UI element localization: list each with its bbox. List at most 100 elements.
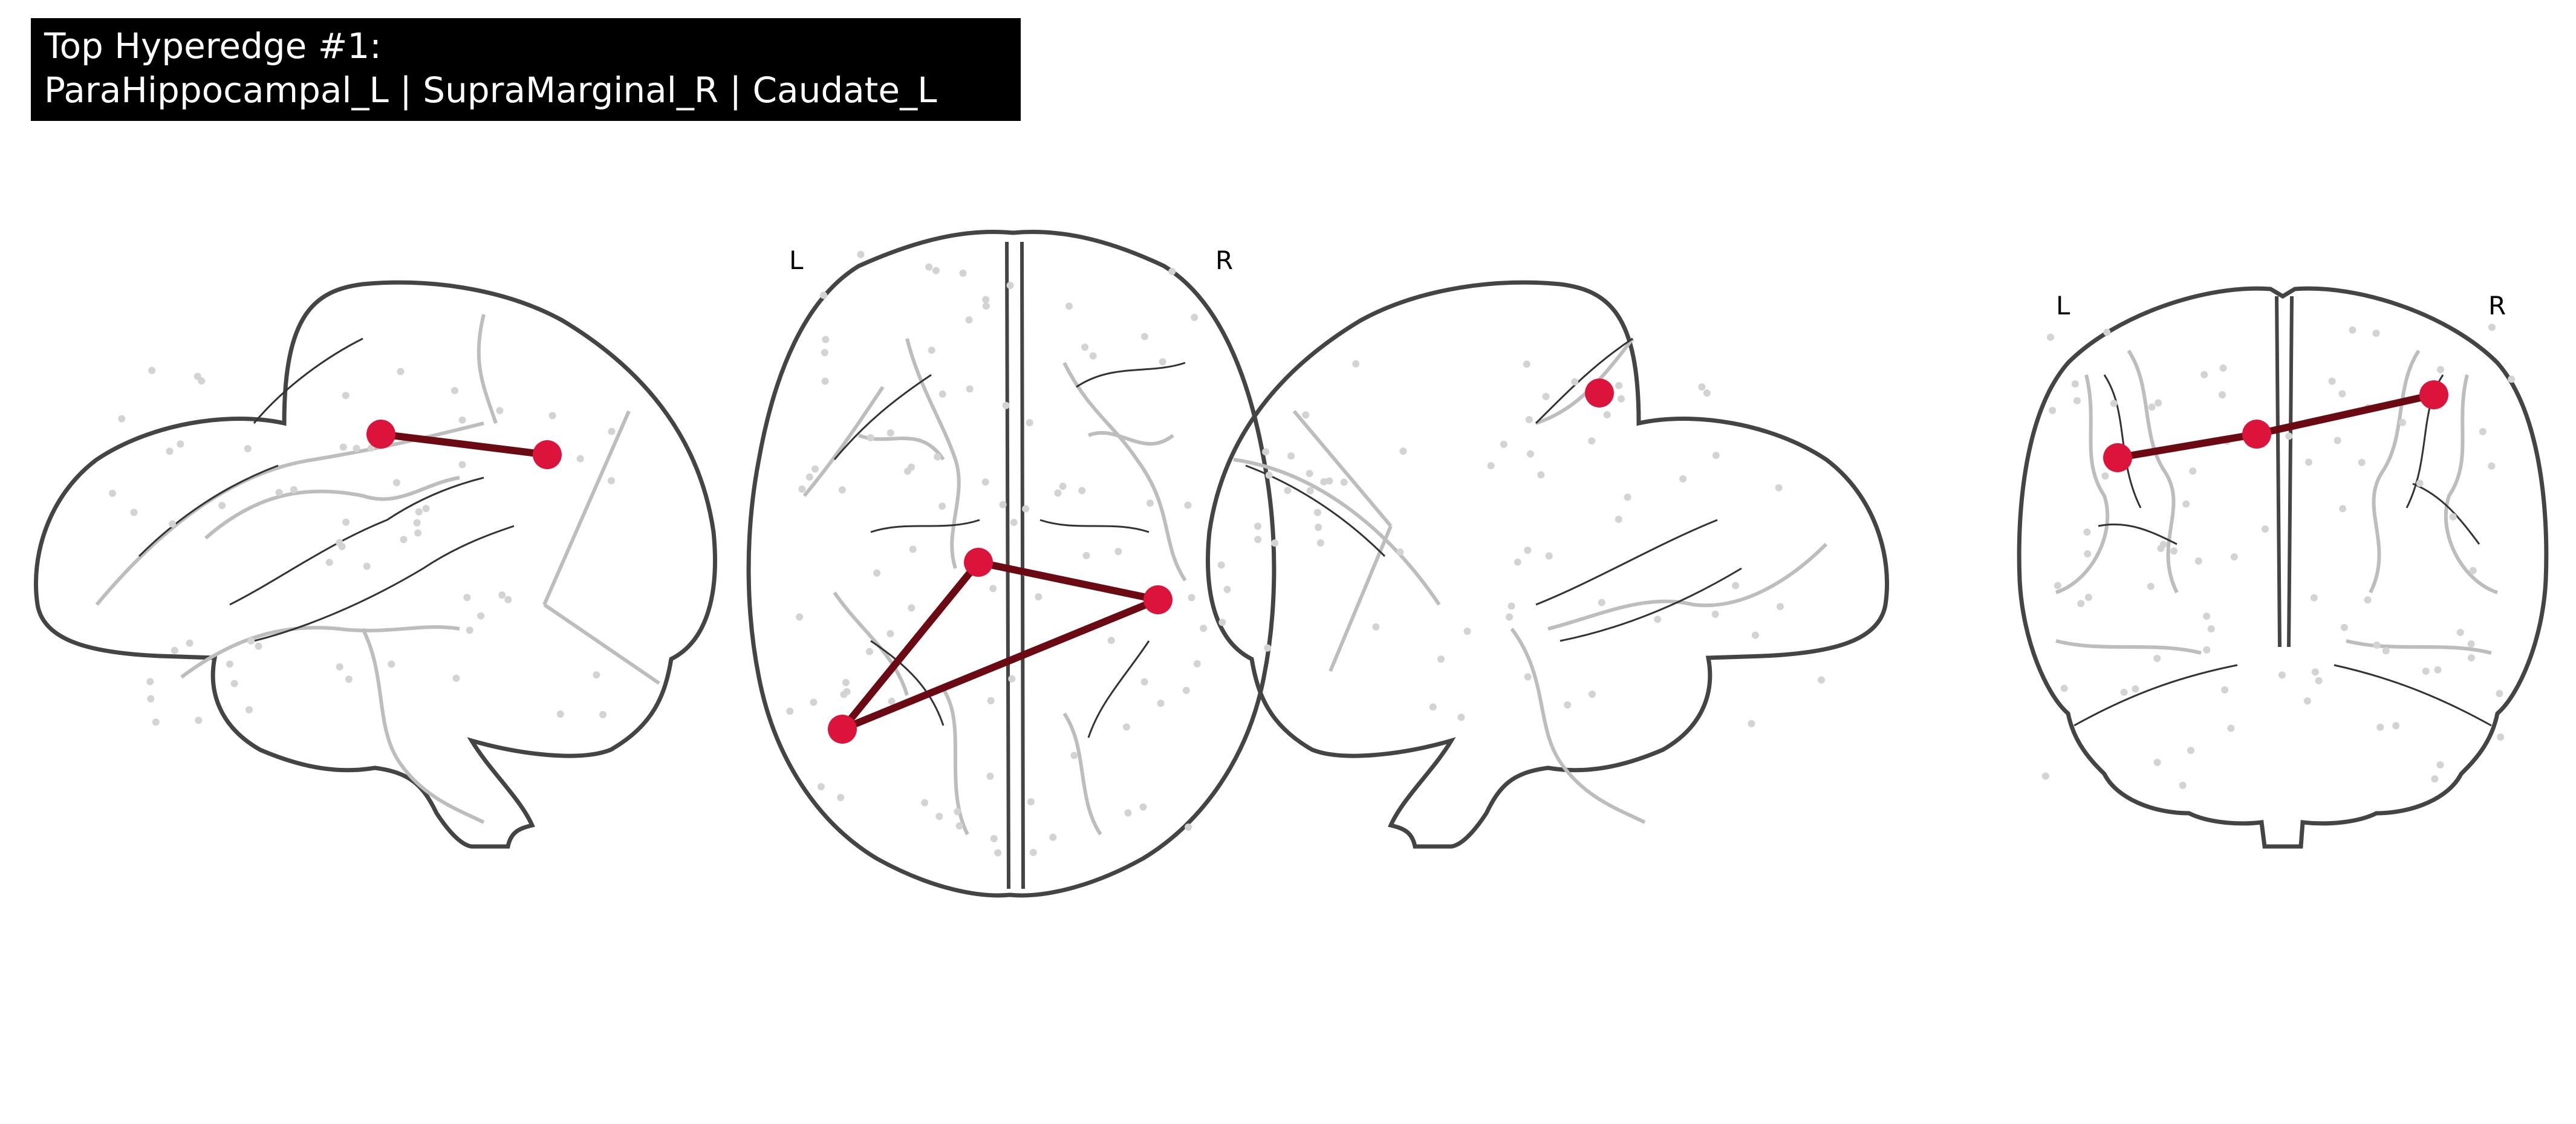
contour-line	[180, 625, 460, 679]
contour-line	[361, 628, 485, 824]
sagittal-left-outline	[34, 280, 717, 849]
contour-line	[542, 410, 660, 685]
contour-line	[1547, 542, 1828, 631]
axial-outline	[746, 230, 1277, 898]
background-node-dot	[2189, 467, 2197, 475]
background-node-dot	[498, 591, 506, 599]
background-node-dot	[959, 269, 967, 277]
background-node-dot	[147, 695, 155, 703]
background-node-dot	[1217, 561, 1225, 569]
background-node-dot	[218, 502, 226, 510]
background-node-dot	[1615, 382, 1623, 389]
background-node-dot	[1054, 489, 1062, 497]
background-node-dot	[1526, 450, 1534, 458]
background-node-dot	[2219, 364, 2227, 372]
background-node-dot	[921, 799, 929, 807]
background-node-dot	[999, 501, 1007, 508]
background-node-dot	[981, 478, 989, 486]
background-node-dot	[857, 250, 865, 258]
background-node-dot	[2103, 328, 2111, 336]
background-node-dot	[458, 461, 466, 469]
background-node-dot	[1524, 673, 1532, 681]
background-node-dot	[1588, 437, 1596, 445]
background-node-dot	[2422, 668, 2430, 675]
background-node-dot	[118, 415, 126, 423]
axial-hyperedge-node	[964, 548, 993, 577]
background-node-dot	[798, 485, 806, 493]
sulcus-line	[1039, 362, 1186, 533]
background-node-dot	[908, 463, 916, 471]
sulcus-line	[2073, 664, 2492, 727]
background-node-dot	[1340, 478, 1348, 486]
background-node-dot	[2399, 418, 2407, 426]
background-node-dot	[152, 718, 160, 726]
background-node-dot	[2221, 686, 2229, 694]
background-node-dot	[342, 518, 350, 526]
background-node-dot	[2179, 781, 2187, 789]
background-node-dot	[1070, 752, 1078, 759]
background-node-dot	[1059, 482, 1067, 490]
background-node-dot	[888, 697, 896, 705]
background-node-dot	[873, 569, 881, 577]
background-node-dot	[414, 529, 422, 537]
background-node-dot	[2304, 458, 2312, 466]
background-node-dot	[925, 263, 933, 271]
background-node-dot	[195, 716, 203, 724]
background-node-dot	[2382, 647, 2390, 655]
background-node-dot	[820, 291, 828, 299]
background-node-dot	[1457, 713, 1465, 721]
coronal-hyperedge-node	[2103, 443, 2132, 472]
sagittal-left-edge	[377, 430, 551, 458]
background-node-dot	[1751, 631, 1759, 639]
background-node-dot	[1615, 515, 1622, 523]
background-node-dot	[1325, 477, 1333, 485]
background-node-dot	[397, 368, 405, 375]
background-node-dot	[865, 648, 873, 655]
background-node-dot	[2508, 375, 2516, 383]
sagittal-left-hyperedge-node	[533, 440, 562, 469]
background-node-dot	[130, 508, 138, 516]
axial-left-label: L	[789, 245, 804, 275]
background-node-dot	[452, 674, 460, 682]
background-node-dot	[2041, 772, 2049, 780]
coronal-right-label: R	[2488, 291, 2506, 320]
background-node-dot	[934, 453, 942, 461]
sagittal-right-outline	[1206, 280, 1889, 849]
background-node-dot	[886, 429, 894, 437]
background-node-dot	[2230, 553, 2238, 560]
background-node-dot	[1271, 539, 1279, 547]
background-node-dot	[146, 678, 154, 686]
background-node-dot	[908, 604, 916, 612]
background-node-dot	[1776, 603, 1784, 611]
background-node-dot	[2479, 427, 2487, 435]
background-node-dot	[458, 416, 466, 424]
background-node-dot	[1624, 493, 1631, 501]
background-node-dot	[290, 486, 298, 494]
contour-line	[1292, 410, 1393, 672]
background-node-dot	[2153, 759, 2161, 767]
background-node-dot	[1306, 487, 1314, 495]
background-node-dot	[148, 366, 156, 374]
sagittal-right-hyperedge-node	[1585, 378, 1614, 408]
background-node-dot	[1500, 440, 1508, 448]
contour-line	[1233, 337, 1634, 606]
background-node-dot	[2147, 582, 2155, 590]
background-node-dot	[2340, 623, 2348, 631]
background-node-dot	[599, 710, 607, 718]
background-node-dot	[1157, 700, 1165, 707]
background-node-dot	[1107, 637, 1115, 645]
background-node-dot	[1703, 389, 1711, 397]
background-node-dot	[1193, 660, 1201, 668]
background-node-dot	[422, 505, 430, 513]
background-node-dot	[955, 822, 963, 830]
background-node-dot	[2148, 403, 2156, 411]
contour-line	[95, 421, 484, 606]
sulcus-line	[138, 337, 363, 557]
background-node-dot	[932, 267, 940, 275]
sulcus-line	[833, 374, 980, 533]
contour-line	[1510, 628, 1646, 824]
coronal-hyperedge-node	[2242, 420, 2271, 449]
background-node-dot	[367, 444, 375, 452]
background-node-dot	[821, 377, 829, 385]
